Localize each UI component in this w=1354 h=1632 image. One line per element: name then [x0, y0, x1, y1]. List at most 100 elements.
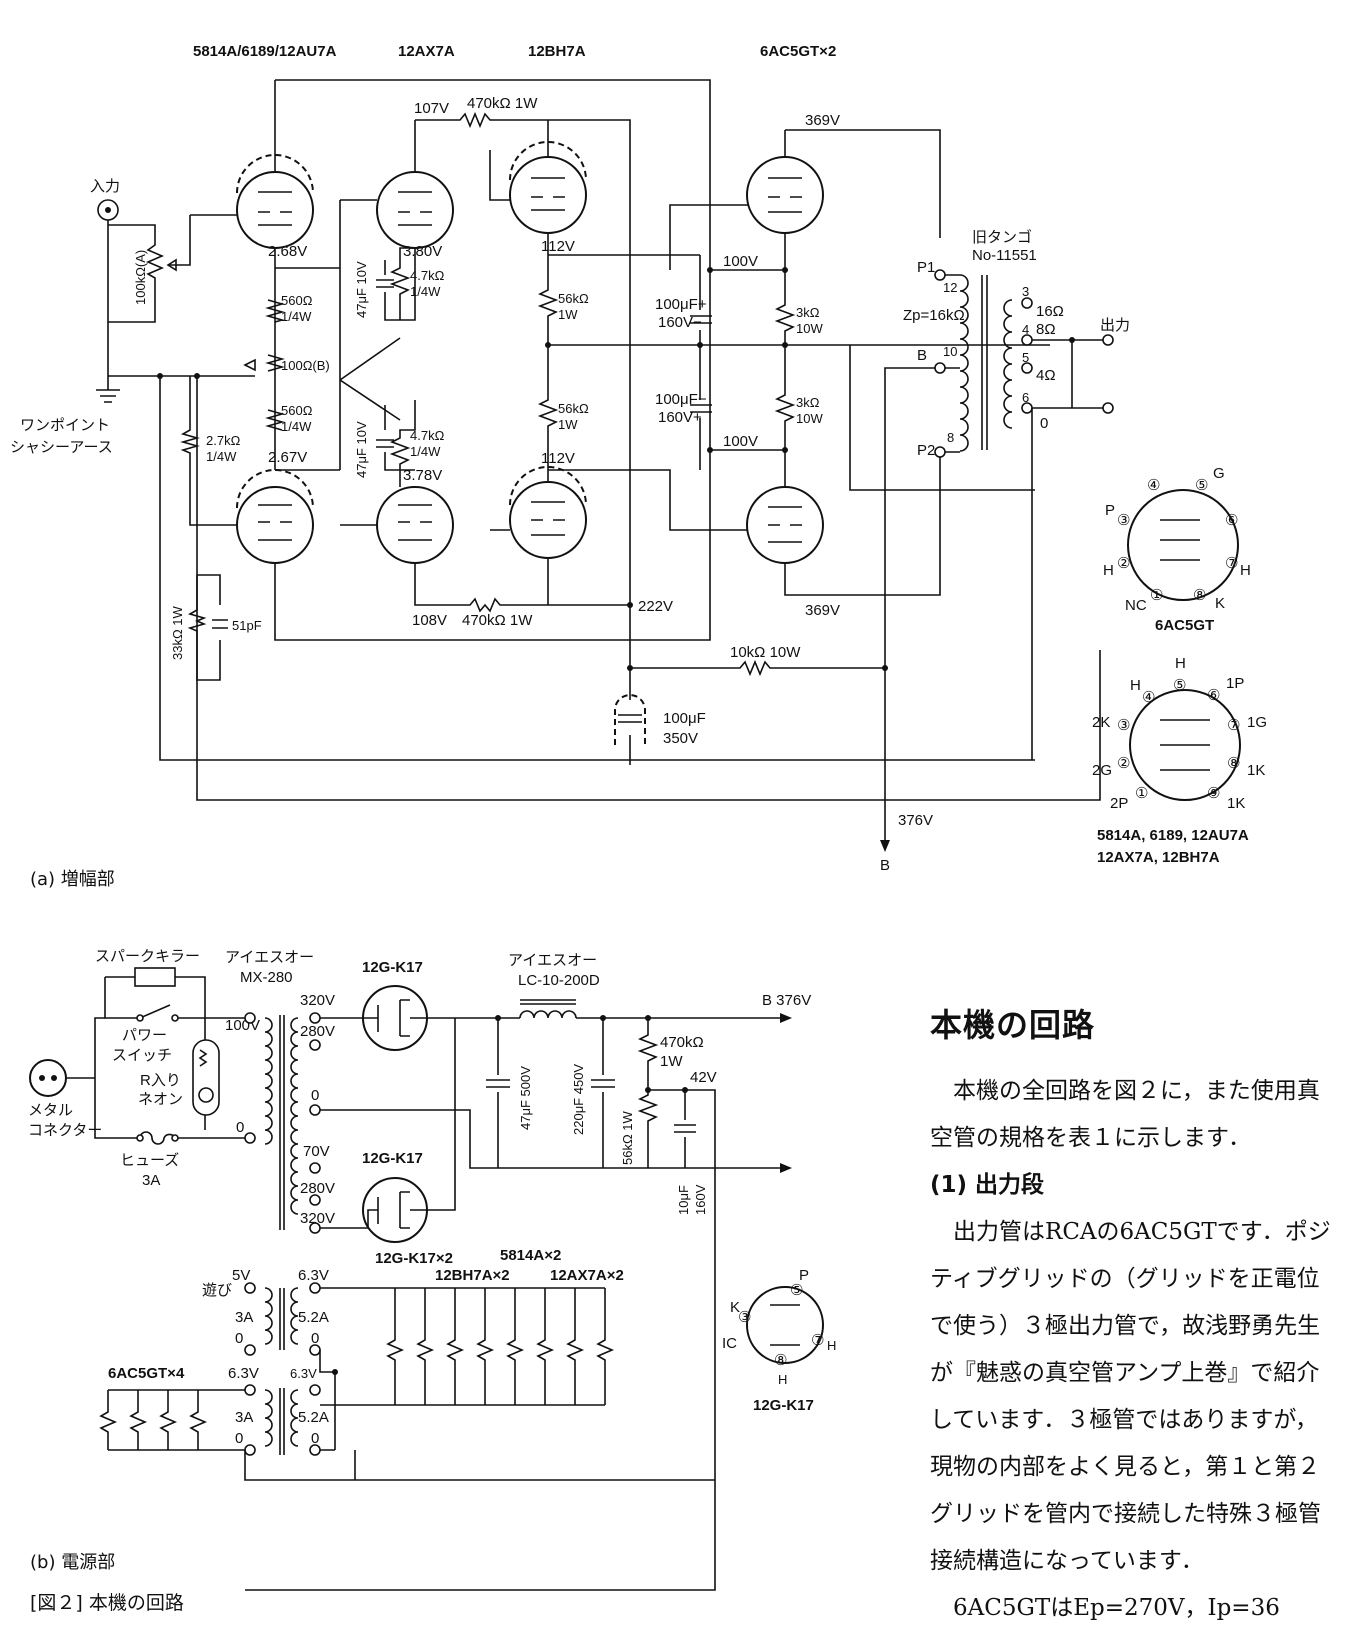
- fuse: [139, 1131, 176, 1145]
- ot-pin6: 6: [1022, 390, 1029, 405]
- v108-label: 108V: [412, 612, 447, 629]
- c100u-b-label: 100μF−: [655, 391, 707, 408]
- article-paragraph-3: 6AC5GTはEp=270V，Ip=36: [953, 1595, 1280, 1621]
- spark-killer: [134, 967, 176, 987]
- svg-text:⑤: ⑤: [790, 1282, 803, 1299]
- r56k-b-rating: 1W: [558, 417, 578, 432]
- svg-text:2K: 2K: [1092, 714, 1110, 731]
- choke-model: LC-10-200D: [518, 972, 600, 989]
- svg-text:②: ②: [1117, 755, 1130, 772]
- v112b-label: 112V: [541, 450, 575, 467]
- r47k-a-rating: 1/4W: [410, 284, 441, 299]
- output-label: 出力: [1100, 317, 1130, 334]
- power-switch-label-1: パワー: [122, 1027, 167, 1044]
- v100b-label: 100V: [723, 433, 758, 450]
- r47k-b-rating: 1/4W: [410, 444, 441, 459]
- ot-name: 旧タンゴ: [972, 228, 1032, 246]
- output-terminal-hot: [1102, 334, 1114, 346]
- heater-note-12ax7a: 12AX7A×2: [550, 1267, 624, 1284]
- pt-320v-a: 320V: [300, 992, 335, 1009]
- v107-label: 107V: [414, 100, 449, 117]
- fuse-label-1: ヒューズ: [120, 1152, 179, 1169]
- spark-killer-label: スパークキラー: [95, 948, 200, 965]
- pt-secondary-taps: [309, 1012, 321, 1234]
- ot-16ohm: 16Ω: [1036, 303, 1064, 320]
- h0d: 0: [235, 1430, 243, 1447]
- fuse-label-2: 3A: [142, 1172, 160, 1189]
- r33k-label: 33kΩ 1W: [170, 605, 185, 660]
- v222-label: 222V: [638, 598, 673, 615]
- h0a: 0: [235, 1330, 243, 1347]
- spare-winding-label: 遊び: [202, 1282, 232, 1299]
- c51p-label: 51pF: [232, 618, 262, 633]
- pt-maker: アイエスオー: [225, 949, 314, 966]
- r470k-psu-label: 470kΩ: [660, 1034, 704, 1051]
- tube-label-output: 6AC5GT×2: [760, 43, 836, 60]
- c100u-350-rating: 350V: [663, 730, 698, 747]
- r470k-top-label: 470kΩ 1W: [467, 95, 538, 112]
- b-label: B: [880, 857, 890, 874]
- h0b: 0: [311, 1330, 319, 1347]
- r560-bot-rating: 1/4W: [281, 419, 312, 434]
- svg-text:⑨: ⑨: [1207, 785, 1220, 802]
- volume-pot: [108, 224, 165, 323]
- svg-text:5814A, 6189, 12AU7A: 5814A, 6189, 12AU7A: [1097, 827, 1249, 844]
- svg-text:④: ④: [1147, 477, 1160, 494]
- svg-text:③: ③: [1117, 512, 1130, 529]
- base-12g-k17: P ⑤ K ③ IC ⑦ H ⑧ H 12G-K17: [722, 1267, 836, 1414]
- tube-label-driver: 12AX7A: [398, 43, 455, 60]
- ot-pin5: 5: [1022, 350, 1029, 365]
- v369a-label: 369V: [805, 112, 840, 129]
- h63b: 6.3V: [290, 1366, 317, 1381]
- svg-text:①: ①: [1150, 587, 1163, 604]
- rectifier-a-label: 12G-K17: [362, 959, 423, 976]
- ground-label-1: ワンポイント: [20, 417, 110, 434]
- ot-model: No-11551: [972, 247, 1037, 264]
- svg-text:H: H: [1175, 655, 1186, 672]
- choke-maker: アイエスオー: [508, 952, 597, 969]
- r10k-label: 10kΩ 10W: [730, 644, 801, 661]
- svg-text:2P: 2P: [1110, 795, 1128, 812]
- ot-p2: P2: [917, 442, 935, 459]
- connector-label-2: コネクター: [28, 1122, 102, 1139]
- ot-8ohm: 8Ω: [1036, 321, 1056, 338]
- svg-text:1K: 1K: [1227, 795, 1245, 812]
- amplifier-section: 5814A/6189/12AU7A 12AX7A 12BH7A 6AC5GT×2…: [10, 43, 1267, 874]
- neon-label-2: ネオン: [138, 1091, 183, 1108]
- r470k-psu-rating: 1W: [660, 1053, 683, 1070]
- section-heading: (1) 出力段: [930, 1172, 1045, 1198]
- pt-320v-b: 320V: [300, 1210, 335, 1227]
- pot-label: 100kΩ(A): [133, 250, 148, 305]
- neon-label-1: R入り: [140, 1072, 181, 1089]
- svg-text:6AC5GT: 6AC5GT: [1155, 617, 1214, 634]
- ot-pin12: 12: [943, 280, 957, 295]
- c47u-a-label: 47μF 10V: [354, 261, 369, 318]
- pt-0: 0: [311, 1087, 319, 1104]
- svg-text:⑤: ⑤: [1195, 477, 1208, 494]
- ot-0ohm: 0: [1040, 415, 1048, 432]
- svg-text:12G-K17: 12G-K17: [753, 1397, 814, 1414]
- tube-out-a: [746, 156, 824, 234]
- caption-b: (b) 電源部: [30, 1552, 116, 1573]
- tube-v3a: [509, 156, 587, 234]
- svg-text:①: ①: [1135, 785, 1148, 802]
- svg-text:K: K: [730, 1299, 740, 1316]
- v1a-cathode-voltage: 2.68V: [268, 243, 307, 260]
- svg-text:NC: NC: [1125, 597, 1147, 614]
- svg-text:H: H: [1103, 562, 1114, 579]
- r56k-a-rating: 1W: [558, 307, 578, 322]
- svg-text:G: G: [1213, 465, 1225, 482]
- svg-text:K: K: [1215, 595, 1225, 612]
- pt-280v-a: 280V: [300, 1023, 335, 1040]
- base-9pin: H ⑤ H ④ ⑥ 1P 2K ③ ⑦ 1G 2G ② ⑧ 1K 2P ① ⑨ …: [1092, 655, 1267, 866]
- ot-b-tap: B: [917, 347, 927, 364]
- h63a: 6.3V: [298, 1267, 329, 1284]
- tube-v2b: [376, 486, 454, 564]
- ground-symbol: [96, 389, 120, 403]
- r3k-a-label: 3kΩ: [796, 305, 820, 320]
- article-heading: 本機の回路: [930, 1006, 1096, 1044]
- svg-text:H: H: [1240, 562, 1251, 579]
- c47-label: 47μF 500V: [518, 1066, 533, 1130]
- c10-rating: 160V: [693, 1184, 708, 1215]
- c100u-350-label: 100μF: [663, 710, 706, 727]
